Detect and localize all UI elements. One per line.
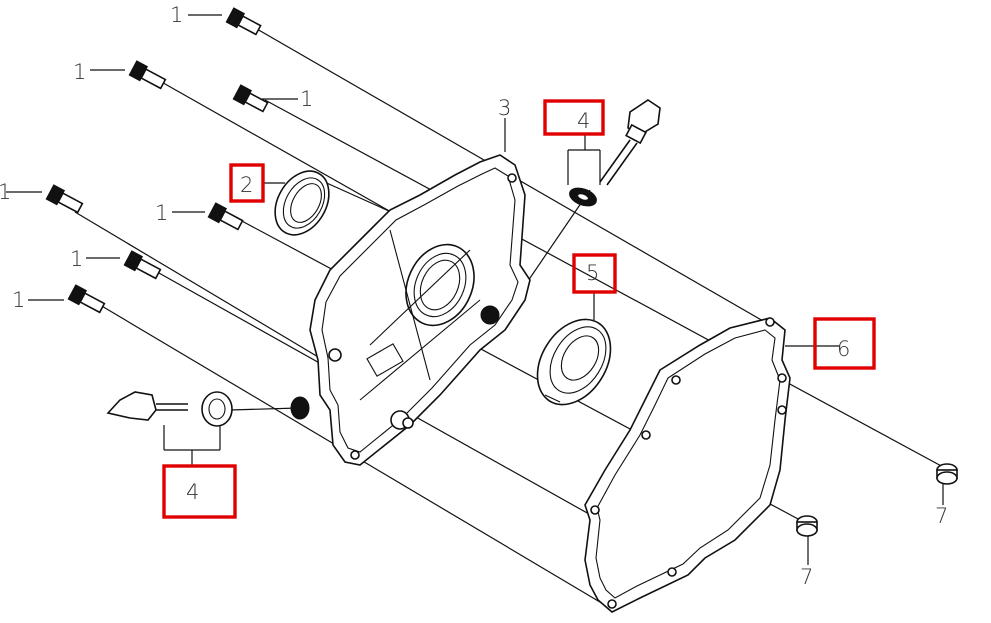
callout-crankcase-cover: 3	[498, 96, 511, 120]
highlight-box-5	[572, 253, 617, 294]
oil-seal-icon	[274, 170, 330, 236]
callout-bolt-3: 1	[300, 87, 313, 111]
highlight-box-2	[229, 163, 265, 203]
callout-bearing: 5	[586, 261, 599, 285]
callout-bolt-1: 1	[170, 3, 183, 27]
callout-bolt-4: 1	[155, 201, 168, 225]
oil-filler-cap-icon	[569, 99, 661, 207]
callout-oil-plug-top: 4	[577, 109, 590, 133]
flange-bolt-icon	[45, 7, 269, 314]
callout-labels: 1 1 1 1 1 1 1 2 3 4 5 6 4 7 7	[0, 3, 948, 589]
callout-oil-seal: 2	[240, 173, 253, 197]
highlight-box-6	[813, 317, 876, 370]
highlight-boxes	[162, 99, 876, 519]
highlight-box-4-bottom	[162, 464, 237, 519]
crankcase-cover-icon	[290, 154, 531, 466]
dowel-pin-icon	[796, 463, 958, 537]
washer-icon	[106, 391, 233, 427]
callout-dowel-pin-1: 7	[935, 504, 948, 528]
callout-bolt-5: 1	[0, 180, 11, 204]
callout-gasket: 6	[837, 337, 850, 361]
highlight-box-4-top	[543, 99, 605, 136]
callout-bolt-2: 1	[73, 60, 86, 84]
callout-bolt-7: 1	[12, 288, 25, 312]
ball-bearing-icon	[536, 318, 612, 406]
callout-bolt-6: 1	[70, 247, 83, 271]
callout-dowel-pin-2: 7	[800, 565, 813, 589]
callout-oil-plug-bottom: 4	[186, 480, 199, 504]
gasket-icon	[584, 317, 791, 613]
leader-lines	[6, 14, 944, 565]
